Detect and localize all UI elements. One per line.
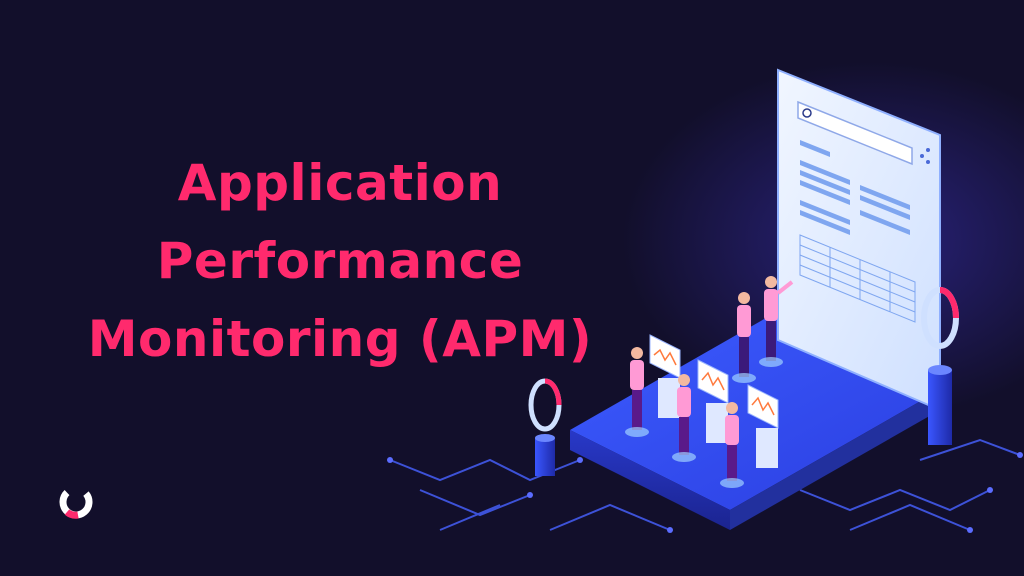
- dashboard-screen: [777, 68, 941, 412]
- circuit-nodes: [387, 452, 1023, 533]
- gauge-right: [921, 287, 959, 445]
- workstations: [649, 334, 779, 468]
- search-icon: [802, 108, 812, 118]
- ring-logo-icon: [59, 485, 93, 519]
- apm-illustration: [387, 68, 1023, 533]
- share-icon: [920, 148, 930, 164]
- title-line-1: Application: [177, 153, 503, 212]
- title-line-2: Performance: [156, 231, 524, 290]
- gauge-left: [528, 378, 562, 476]
- page-title: Application Performance Monitoring (APM): [60, 144, 620, 378]
- title-line-3: Monitoring (APM): [87, 309, 593, 368]
- people: [625, 276, 794, 488]
